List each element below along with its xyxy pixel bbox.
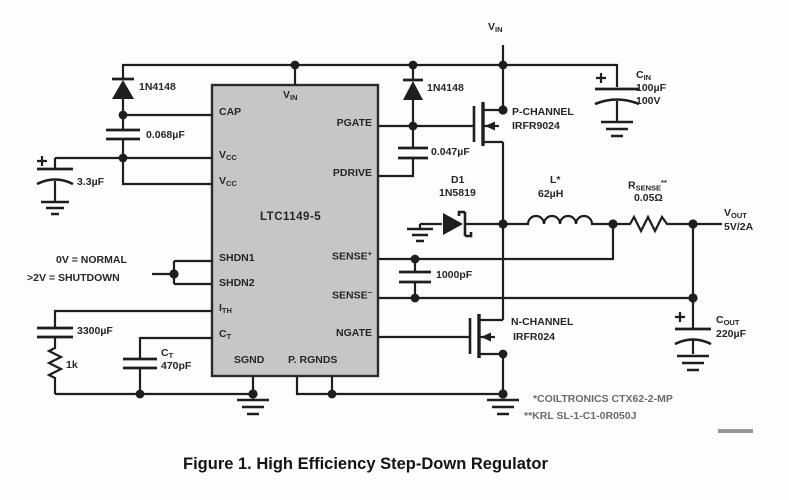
pin-pgate: PGATE <box>336 117 372 129</box>
catch-diode-ref: D1 <box>451 174 465 186</box>
cap-in-rating: 100V <box>636 95 661 107</box>
pfet-type: P-CHANNEL <box>512 106 574 118</box>
inductor-value: 62µH <box>538 188 564 200</box>
pin-shdn1: SHDN1 <box>219 252 255 264</box>
wires <box>46 45 722 396</box>
cap-out-value: 220µF <box>716 328 746 340</box>
pin-sense-plus: SENSE+ <box>332 249 372 263</box>
diode-left-part: 1N4148 <box>139 81 176 93</box>
shutdown-note-line1: 0V = NORMAL <box>56 254 127 266</box>
footnote-rsense: **KRL SL-1-C1-0R050J <box>524 410 637 422</box>
rsense-value: 0.05Ω <box>634 192 663 204</box>
pfet-symbol <box>472 102 495 146</box>
pin-sgnd: SGND <box>234 354 265 366</box>
nfet-type: N-CHANNEL <box>511 316 574 328</box>
ic-part-number: LTC1149-5 <box>260 211 322 223</box>
inductor-ref: L* <box>550 174 561 186</box>
pin-cap: CAP <box>219 106 242 118</box>
cap-out-name: COUT <box>716 314 740 327</box>
pin-ngate: NGATE <box>336 327 372 339</box>
pin-vcc2: VCC <box>219 175 237 188</box>
cap-timing-name: CT <box>161 347 174 360</box>
ground-symbols <box>41 120 709 416</box>
vout-rating: 5V/2A <box>724 221 754 233</box>
pin-ith: ITH <box>219 302 232 315</box>
catch-diode-part: 1N5819 <box>439 187 476 199</box>
catch-diode-symbol <box>443 210 473 238</box>
cap-sense-value: 1000pF <box>436 269 473 281</box>
nfet-part: IRFR024 <box>513 331 556 343</box>
pin-prgnds: P. RGNDS <box>288 354 338 366</box>
cap-charge-value: 0.068µF <box>146 129 185 141</box>
footer-dash <box>718 429 753 433</box>
vin-net-label: VIN <box>488 21 503 34</box>
figure-caption: Figure 1. High Efficiency Step-Down Regu… <box>183 455 548 473</box>
nfet-symbol <box>468 314 491 358</box>
cap-pdrive-value: 0.047µF <box>431 146 470 158</box>
diode-mid-symbol <box>403 78 423 100</box>
cap-vcc-value: 3.3µF <box>77 176 105 188</box>
cap-in-value: 100µF <box>636 82 666 94</box>
polarity-marks <box>37 73 685 322</box>
cap-timing-value: 470pF <box>161 360 192 372</box>
ic-body <box>210 83 380 378</box>
cap-in-name: CIN <box>636 69 652 82</box>
pin-shdn2: SHDN2 <box>219 277 255 289</box>
junction-dots <box>118 60 698 399</box>
diode-mid-part: 1N4148 <box>427 82 464 94</box>
capacitor-plates <box>36 87 712 370</box>
pin-vin: VIN <box>283 89 298 102</box>
cap-ith-value: 3300µF <box>77 325 113 337</box>
res-ith-value: 1k <box>66 359 78 371</box>
pin-ct: CT <box>219 328 232 341</box>
pin-vcc1: VCC <box>219 149 237 162</box>
diode-left-symbol <box>112 77 134 99</box>
vout-net-label: VOUT <box>724 207 747 220</box>
pin-sense-minus: SENSE− <box>332 288 372 302</box>
shutdown-note-line2: >2V = SHUTDOWN <box>27 272 120 284</box>
footnote-inductor: *COILTRONICS CTX62-2-MP <box>533 393 673 405</box>
pfet-part: IRFR9024 <box>512 120 560 132</box>
pin-pdrive: PDRIVE <box>332 167 372 179</box>
rsense-name: RSENSE** <box>628 178 667 193</box>
